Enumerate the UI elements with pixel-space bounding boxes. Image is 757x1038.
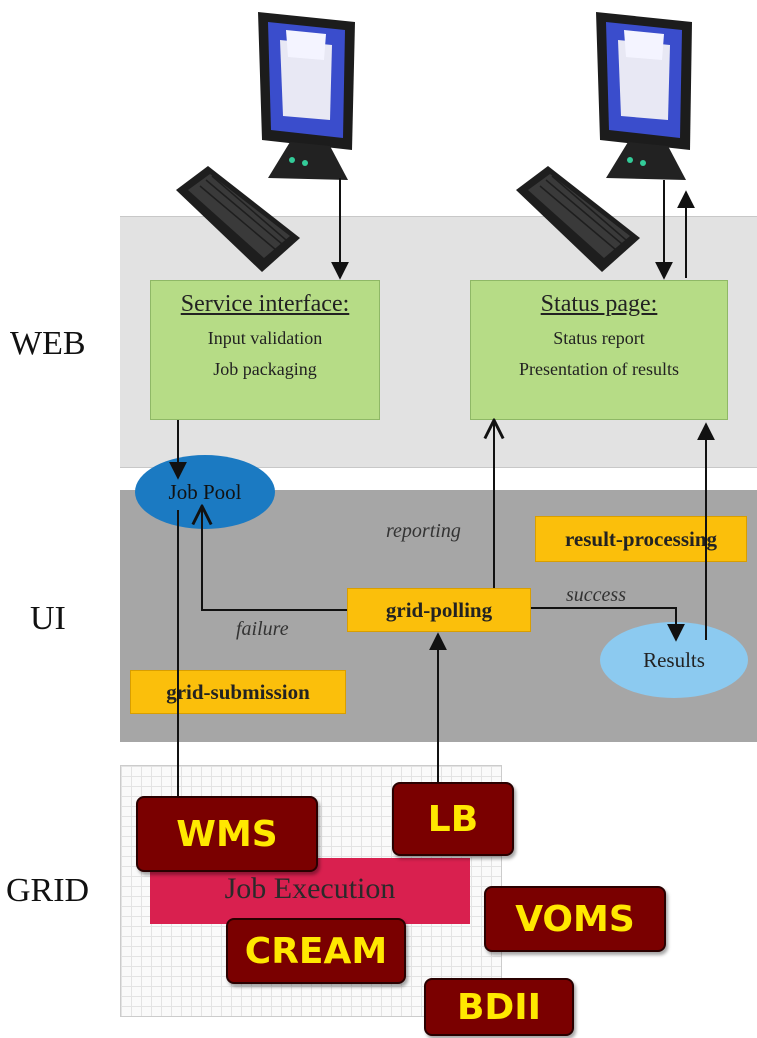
status-page-box: Status page: Status report Presentation … <box>470 280 728 420</box>
status-report-text: Status report <box>553 328 645 348</box>
reporting-label: reporting <box>386 520 461 542</box>
bdii-service-box: BDII <box>424 978 574 1036</box>
service-interface-box: Service interface: Input validation Job … <box>150 280 380 420</box>
voms-service-box: VOMS <box>484 886 666 952</box>
wms-label: WMS <box>176 814 278 855</box>
cream-label: CREAM <box>244 931 388 972</box>
service-interface-title: Service interface: <box>180 291 350 317</box>
results-node: Results <box>600 622 748 698</box>
wms-service-box: WMS <box>136 796 318 872</box>
job-execution-label: Job Execution <box>224 872 396 905</box>
web-layer-label: WEB <box>10 325 86 362</box>
cream-service-box: CREAM <box>226 918 406 984</box>
failure-label: failure <box>236 618 289 640</box>
success-label: success <box>566 584 626 606</box>
grid-layer-label: GRID <box>6 872 90 909</box>
presentation-of-results-text: Presentation of results <box>519 359 679 379</box>
ui-layer-label: UI <box>30 600 66 637</box>
voms-label: VOMS <box>515 899 635 940</box>
bdii-label: BDII <box>456 987 542 1028</box>
status-page-title: Status page: <box>540 291 658 317</box>
grid-polling-box: grid-polling <box>347 588 531 632</box>
job-packaging-text: Job packaging <box>213 359 317 379</box>
input-validation-text: Input validation <box>207 328 323 348</box>
job-pool-node: Job Pool <box>135 455 275 529</box>
lb-service-box: LB <box>392 782 514 856</box>
result-processing-box: result-processing <box>535 516 747 562</box>
results-label: Results <box>643 648 705 672</box>
lb-label: LB <box>427 799 479 840</box>
grid-submission-box: grid-submission <box>130 670 346 714</box>
job-pool-label: Job Pool <box>168 480 242 504</box>
